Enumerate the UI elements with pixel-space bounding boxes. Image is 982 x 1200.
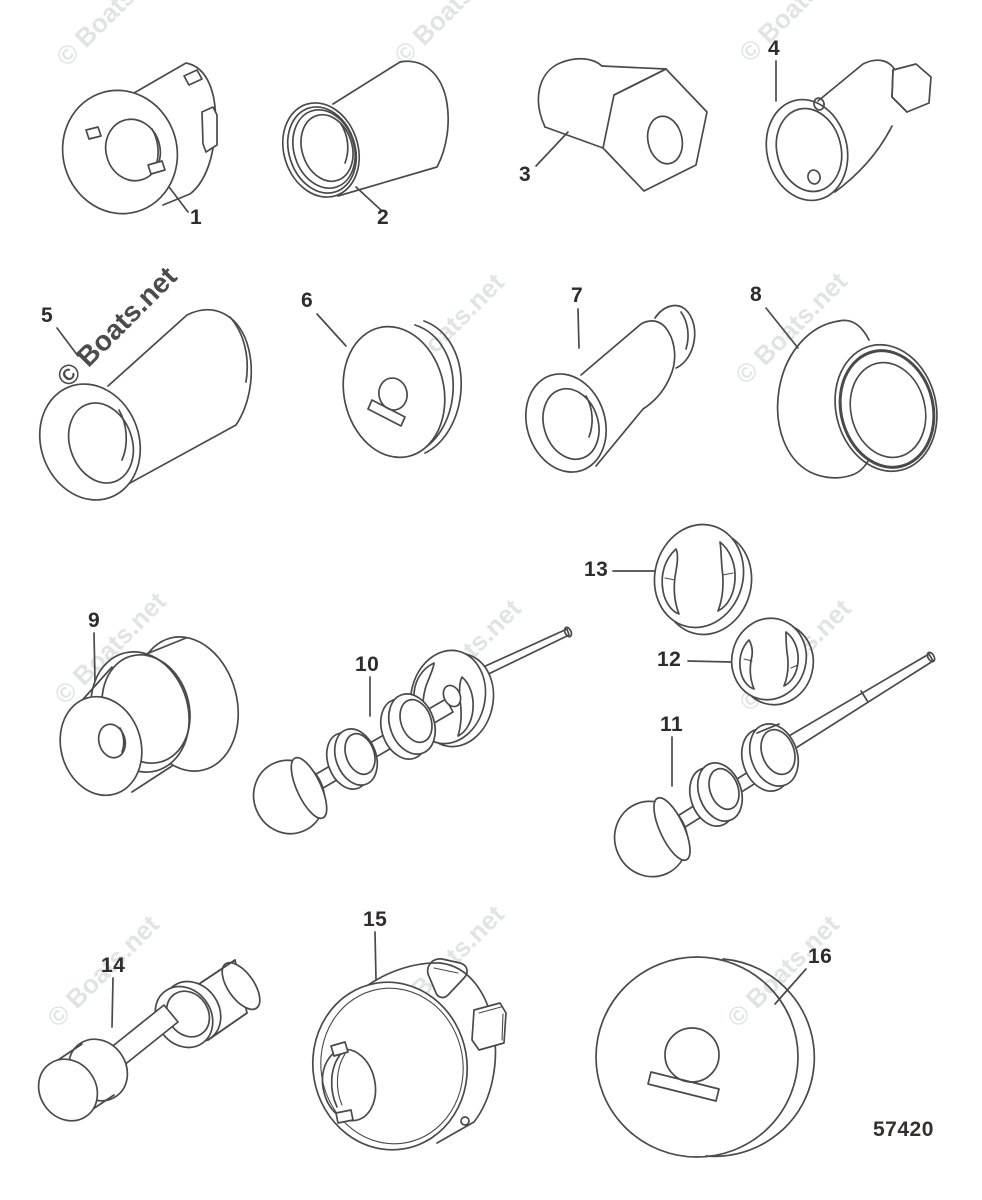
part-label-6[interactable]: 6 — [301, 289, 314, 312]
part-label-11[interactable]: 11 — [660, 713, 684, 736]
part-3-drawing[interactable] — [537, 57, 708, 192]
part-label-16[interactable]: 16 — [808, 945, 833, 968]
part-label-4[interactable]: 4 — [768, 37, 781, 60]
part-9-drawing[interactable] — [49, 626, 252, 805]
part-4-drawing[interactable] — [756, 59, 932, 209]
part-8-drawing[interactable] — [776, 319, 950, 482]
part-label-7[interactable]: 7 — [571, 284, 584, 307]
part-1-drawing[interactable] — [48, 62, 218, 227]
part-12-drawing[interactable] — [723, 610, 823, 713]
part-5-drawing[interactable] — [24, 308, 253, 514]
part-label-1[interactable]: 1 — [190, 206, 203, 229]
part-label-9[interactable]: 9 — [88, 609, 101, 632]
part-label-5[interactable]: 5 — [41, 304, 54, 327]
part-label-3[interactable]: 3 — [519, 163, 532, 186]
part-13-drawing[interactable] — [643, 514, 763, 644]
part-11-drawing[interactable] — [602, 651, 936, 888]
part-label-8[interactable]: 8 — [750, 283, 763, 306]
part-6-drawing[interactable] — [331, 317, 462, 467]
part-10-drawing[interactable] — [242, 626, 573, 845]
part-14-drawing[interactable] — [27, 956, 267, 1132]
part-label-2[interactable]: 2 — [377, 206, 390, 229]
part-15-drawing[interactable] — [300, 958, 507, 1162]
part-2-drawing[interactable] — [271, 60, 449, 207]
leader-lines — [56, 60, 807, 1028]
part-7-drawing[interactable] — [513, 304, 696, 483]
part-label-13[interactable]: 13 — [584, 558, 609, 581]
figure-number: 57420 — [873, 1118, 934, 1141]
part-16-drawing[interactable] — [595, 956, 816, 1158]
part-label-12[interactable]: 12 — [657, 648, 682, 671]
part-label-10[interactable]: 10 — [355, 653, 380, 676]
part-label-15[interactable]: 15 — [363, 908, 388, 931]
part-label-14[interactable]: 14 — [101, 954, 126, 977]
